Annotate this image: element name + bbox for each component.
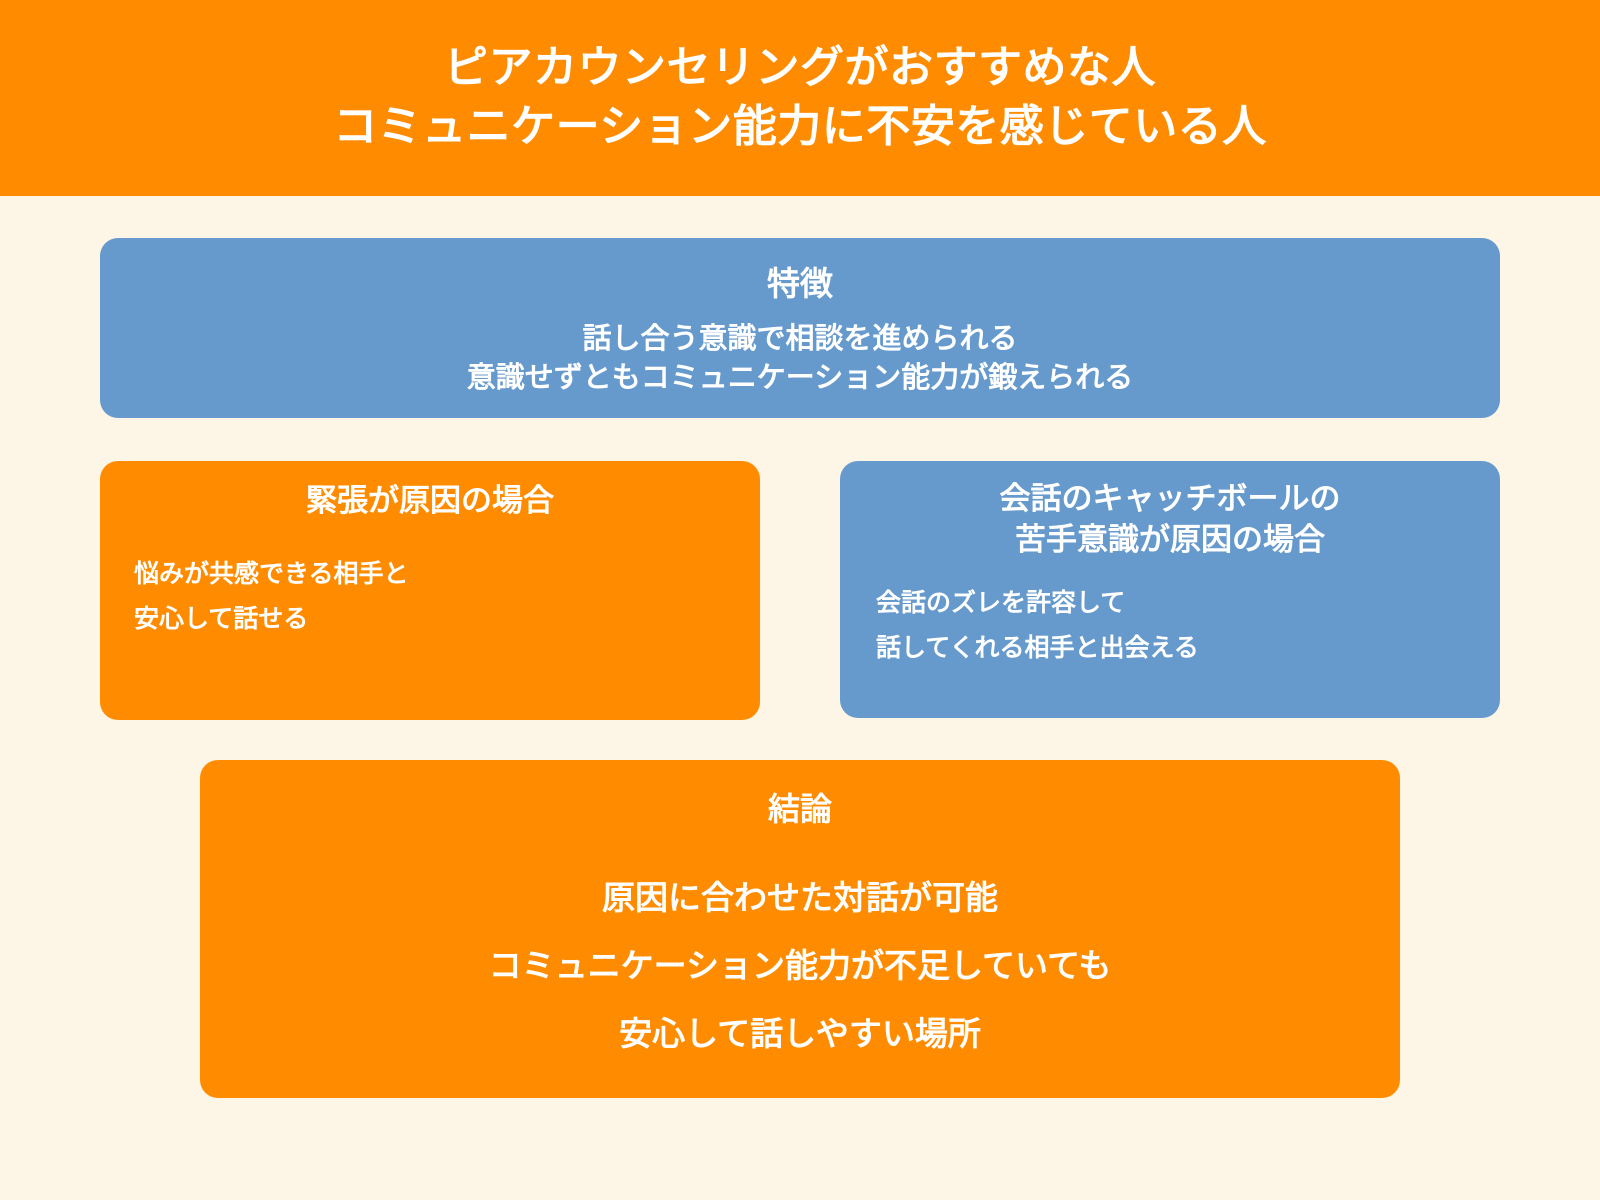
header-banner: ピアカウンセリングがおすすめな人 コミュニケーション能力に不安を感じている人	[0, 0, 1600, 196]
card-features-body: 話し合う意識で相談を進められる 意識せずともコミュニケーション能力が鍛えられる	[130, 320, 1470, 398]
card-conversation-cause-title: 会話のキャッチボールの 苦手意識が原因の場合	[868, 479, 1472, 561]
card-conclusion-body-line-3: 安心して話しやすい場所	[619, 1015, 981, 1053]
card-conversation-cause-title-line-2: 苦手意識が原因の場合	[1015, 521, 1325, 557]
card-tension-cause: 緊張が原因の場合 悩みが共感できる相手と 安心して話せる	[100, 461, 760, 720]
card-conversation-cause-title-line-1: 会話のキャッチボールの	[999, 481, 1341, 516]
card-conclusion-body: 原因に合わせた対話が可能 コミュニケーション能力が不足していても 安心して話しや…	[230, 864, 1370, 1068]
card-features-body-line-1: 話し合う意識で相談を進められる	[582, 322, 1018, 355]
card-features: 特徴 話し合う意識で相談を進められる 意識せずともコミュニケーション能力が鍛えら…	[100, 238, 1500, 418]
card-conclusion: 結論 原因に合わせた対話が可能 コミュニケーション能力が不足していても 安心して…	[200, 760, 1400, 1098]
card-conclusion-body-line-2: コミュニケーション能力が不足していても	[488, 947, 1112, 985]
header-title-line-2: コミュニケーション能力に不安を感じている人	[333, 102, 1267, 151]
card-tension-cause-body-line-1: 悩みが共感できる相手と	[134, 559, 409, 588]
card-conversation-cause-body: 会話のズレを許容して 話してくれる相手と出会える	[868, 581, 1472, 672]
header-title-line-1: ピアカウンセリングがおすすめな人	[444, 43, 1156, 93]
card-tension-cause-title: 緊張が原因の場合	[306, 483, 554, 518]
card-conversation-cause-body-line-1: 会話のズレを許容して	[876, 588, 1126, 617]
card-features-body-line-2: 意識せずともコミュニケーション能力が鍛えられる	[466, 361, 1134, 394]
card-features-title: 特徴	[767, 265, 833, 302]
card-conclusion-title: 結論	[767, 791, 832, 827]
card-conclusion-body-line-1: 原因に合わせた対話が可能	[602, 879, 998, 917]
card-tension-cause-body: 悩みが共感できる相手と 安心して話せる	[134, 552, 726, 643]
card-tension-cause-body-line-2: 安心して話せる	[134, 605, 309, 634]
card-conversation-cause: 会話のキャッチボールの 苦手意識が原因の場合 会話のズレを許容して 話してくれる…	[840, 461, 1500, 718]
card-conversation-cause-body-line-2: 話してくれる相手と出会える	[876, 634, 1199, 663]
